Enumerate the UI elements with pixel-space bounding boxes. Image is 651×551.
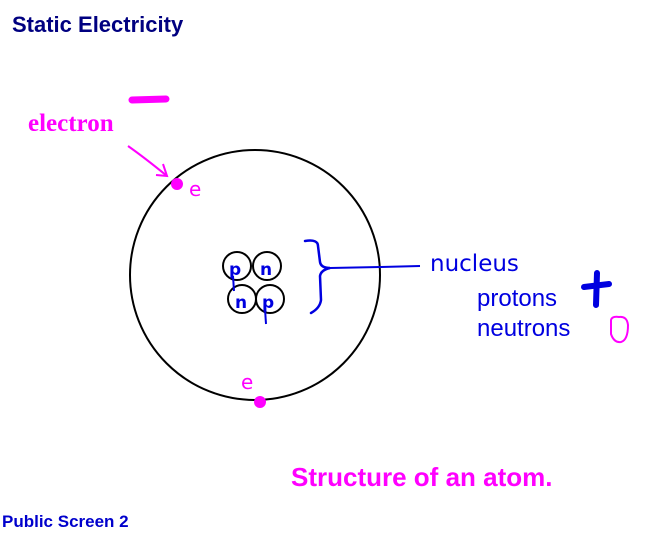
- neutron-1: [252, 251, 282, 281]
- footer-label: Public Screen 2: [2, 512, 129, 531]
- protons-label: protons: [477, 285, 558, 312]
- page-title: Static Electricity: [12, 12, 184, 37]
- neutrons-label: neutrons: [477, 315, 571, 342]
- nucleus: p n n p: [222, 251, 285, 325]
- electron-arrow: [127, 145, 168, 177]
- proton-2-symbol: p: [262, 293, 274, 313]
- neutral-sign-icon: [610, 315, 630, 344]
- electron-top: [171, 178, 183, 190]
- electron-bottom-symbol: e: [241, 370, 253, 394]
- negative-sign-icon: [128, 95, 170, 104]
- neutron-1-symbol: n: [260, 260, 272, 280]
- electron-bottom: [254, 396, 266, 408]
- nucleus-brace: [303, 239, 331, 315]
- diagram-caption: Structure of an atom.: [291, 462, 553, 492]
- neutron-2-symbol: n: [235, 293, 247, 313]
- electron-arrowhead-icon: [155, 163, 169, 178]
- nucleus-leader-line: [329, 265, 421, 269]
- electron-label: electron: [28, 110, 114, 137]
- electron-top-symbol: e: [189, 177, 201, 201]
- nucleus-label: nucleus: [430, 251, 519, 277]
- proton-2: [255, 284, 285, 314]
- proton-1-symbol: p: [229, 260, 241, 280]
- proton-1: [222, 251, 252, 281]
